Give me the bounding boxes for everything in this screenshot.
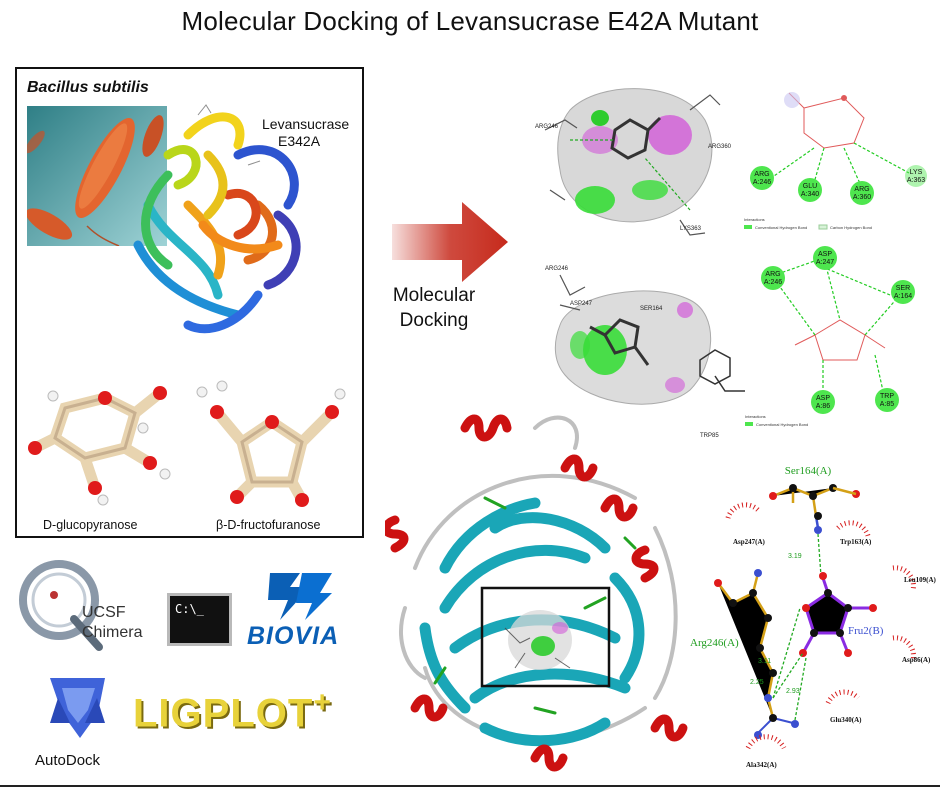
docking-arrow-icon [392,202,508,282]
mid-residue-arg246: ARG246 [545,266,569,272]
top2d-res-2-num: A:340 [801,191,819,198]
mid2d-res-2-name: ARG [765,271,780,278]
ligplot-logo-plus: + [313,686,332,719]
fructofuranose-model [196,380,346,507]
docking-label-line1: Molecular [392,285,476,306]
docking-label: Molecular Docking [384,283,484,333]
protein-label-mutant: E342A [278,133,321,149]
top2d-legend-title: Interactions [744,217,765,222]
ligplot-ligand-label: Fru2(B) [848,625,884,637]
mid2d-res-3-num: A:164 [894,293,912,300]
ligplot-ser164-label: Ser164(A) [785,465,832,477]
page-title: Molecular Docking of Levansucrase E42A M… [181,6,759,36]
zoom-box [480,586,611,688]
protein-label: Levansucrase E342A [262,116,349,150]
chimera-logo-text: UCSF Chimera [82,603,142,643]
biovia-text: BIOVIA [247,622,340,650]
biovia-logo-icon [268,573,332,620]
mid2d-res-1-num: A:247 [816,259,834,266]
mid2d-res-4-name: ASP [816,395,830,402]
top2d-res-4-name: LYS [910,169,923,176]
mid2d-res-1-name: ASP [818,251,832,258]
ligplot-distance-3: 2.25 [750,679,764,686]
top2d-res-1-num: A:246 [753,179,771,186]
top-residue-arg360: ARG360 [708,144,732,150]
ligplot-arg246-label: Arg246(A) [690,637,739,649]
ligplot-hydro-2: Trp163(A) [840,538,872,546]
ligand-1-label: D-glucopyranose [43,518,138,532]
mid-residue-asp247: ASP247 [570,301,593,307]
ligplot-hydro-3: Leu109(A) [904,576,937,584]
ligplot-hydro-6: Ala342(A) [746,761,777,769]
ligplot-hydro-5: Glu340(A) [830,716,862,724]
terminal-prompt: C:\_ [175,602,204,616]
top2d-legend-2: Carbon Hydrogen Bond [830,225,872,230]
mid2d-res-3-name: SER [896,285,910,292]
autodock-logo-icon [50,678,105,738]
mid2d-res-5-num: A:85 [880,401,895,408]
levansucrase-structure [133,104,301,334]
docking-pose-middle: ARG246 ASP247 SER164 TRP85 [545,266,745,439]
top2d-res-3-num: A:360 [853,194,871,201]
mid2d-legend-1: Conventional Hydrogen Bond [756,422,808,427]
ligplot-distance-2: 3.11 [758,658,771,665]
top2d-res-1-name: ARG [754,171,769,178]
protein-ribbon-complex [385,414,688,772]
protein-ligand-panel [15,67,364,538]
docking-label-line2: Docking [399,310,469,331]
top2d-res-4-num: A:363 [907,177,925,184]
docking-pose-top: ARG246 ARG360 LYS363 [535,88,732,236]
glucopyranose-model [28,386,171,506]
ligplot-distance-4: 2.93 [786,688,800,695]
ligplot-logo-word: LIGPLOT [133,691,314,736]
top-residue-lys363: LYS363 [680,226,702,232]
top2d-legend-1: Conventional Hydrogen Bond [755,225,807,230]
ligplot-hydro-4: Asp86(A) [902,656,931,664]
chimera-line2: Chimera [82,624,143,641]
mid2d-res-2-num: A:246 [764,279,782,286]
mid-residue-trp85: TRP85 [700,433,719,439]
ligplot-distance-1: 3.19 [788,553,802,560]
ligplot-diagram: Ser164(A) 3.19 Fru2(B) Arg246(A) 3.11 2.… [690,465,937,769]
mid2d-legend-title: Interactions [745,414,766,419]
top-residue-arg246: ARG246 [535,124,559,130]
top2d-res-3-name: ARG [854,186,869,193]
interaction-2d-top: ARG A:246 GLU A:340 ARG A:360 LYS A:363 … [744,92,927,230]
protein-label-name: Levansucrase [262,116,350,132]
bottom-divider [0,785,940,787]
ligand-2-label: β-D-fructofuranose [216,518,321,532]
chimera-line1: UCSF [82,604,126,621]
chimera-logo-icon [19,560,103,651]
terminal-icon: C:\_ [167,593,232,646]
organism-label: Bacillus subtilis [27,79,149,96]
ligplot-logo-text: LIGPLOT+ [133,686,332,736]
autodock-text: AutoDock [35,752,101,769]
mid2d-res-5-name: TRP [880,393,894,400]
interaction-2d-middle: ASP A:247 ARG A:246 SER A:164 ASP A:86 T… [745,246,915,427]
mid2d-res-4-num: A:86 [816,403,831,410]
top2d-res-2-name: GLU [803,183,817,190]
mid-residue-ser164: SER164 [640,306,663,312]
ligplot-hydro-1: Asp247(A) [733,538,766,546]
